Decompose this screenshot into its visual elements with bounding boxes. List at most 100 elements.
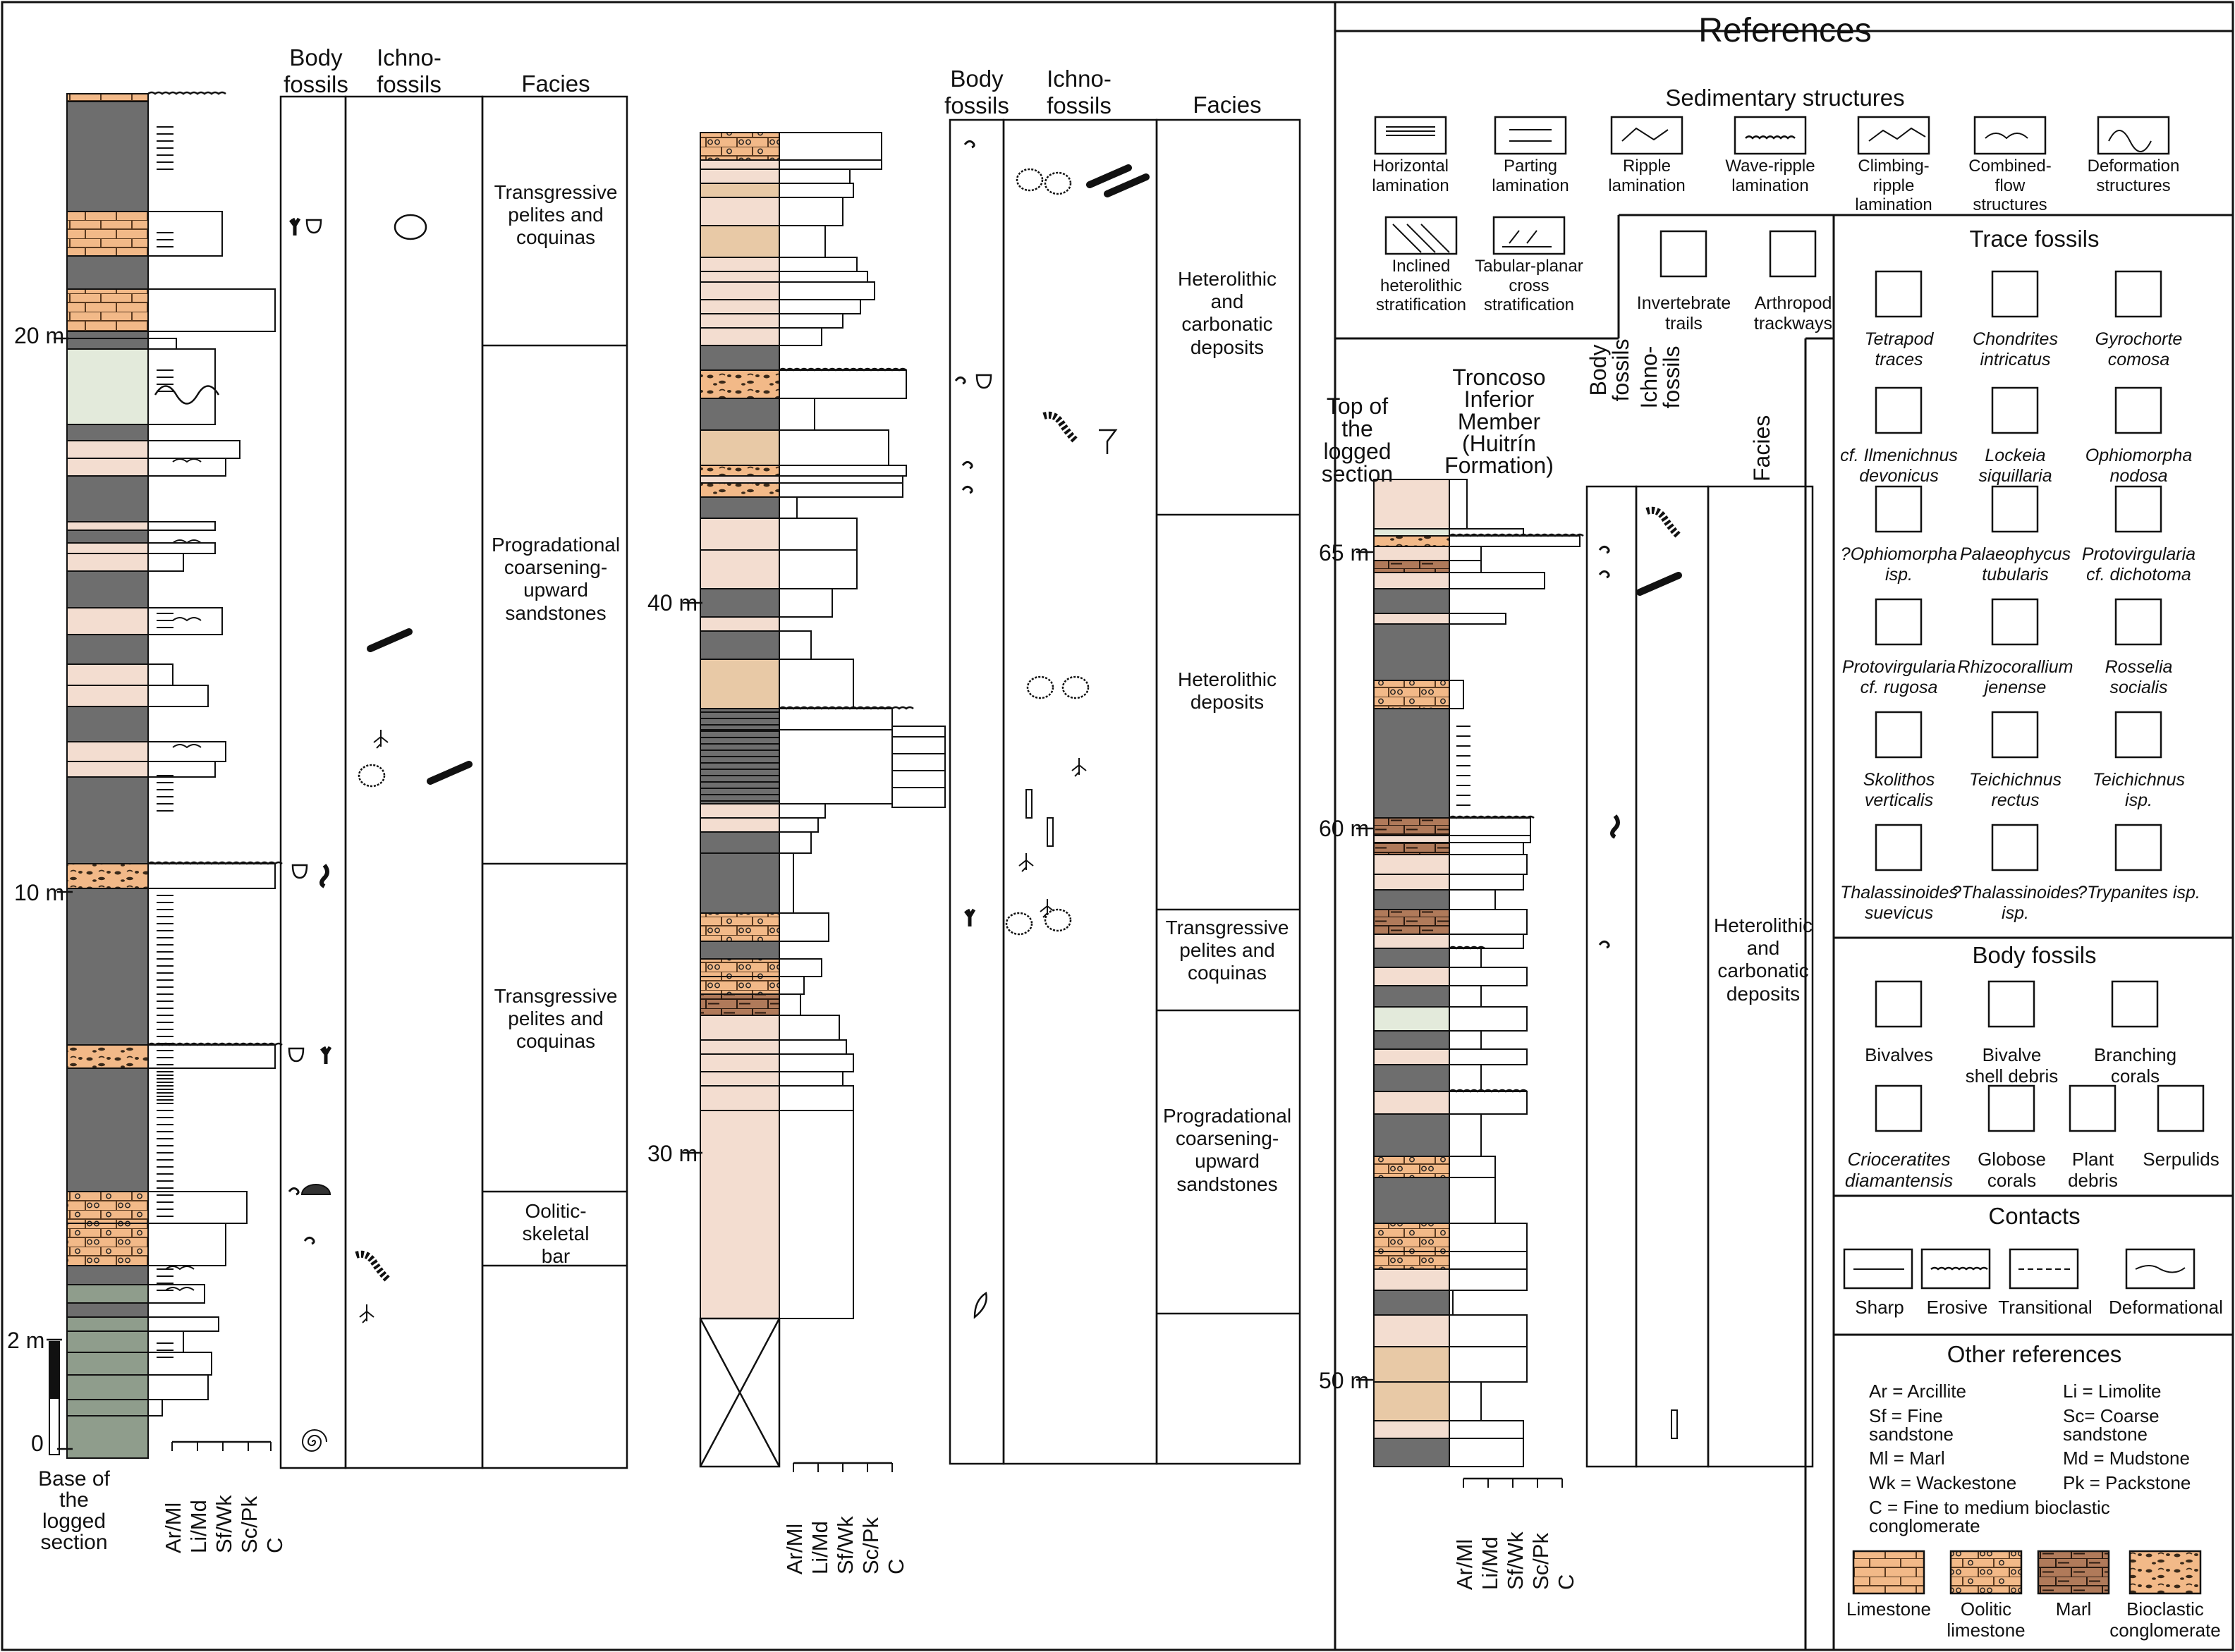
lithology-label: Limestone <box>1846 1598 1931 1620</box>
shell-debris-symbol <box>288 1187 300 1196</box>
s3-bed-grain <box>1449 854 1528 875</box>
s1-bed <box>66 331 149 339</box>
s1-body-fossils-header: Body fossils <box>284 44 348 97</box>
s2-bed-grain <box>779 465 907 477</box>
s2-bed <box>700 281 780 300</box>
sed-structure-label: Inclined heterolithic stratification <box>1375 257 1467 315</box>
s2-bed <box>700 132 780 161</box>
s3-bed-grain <box>1449 1381 1482 1421</box>
sed-structure-label: Tabular-planar cross stratification <box>1475 257 1583 315</box>
s3-bed <box>1373 680 1450 709</box>
s3-bed <box>1373 842 1450 855</box>
s3-bed <box>1373 613 1450 625</box>
palaeophycus-symbol <box>367 628 413 652</box>
s1-bed <box>66 255 149 290</box>
s2-bed-grain <box>779 429 889 466</box>
s3-bed-grain <box>1449 613 1506 625</box>
s2-bed <box>700 976 780 995</box>
s3-tick-65m: 65 m <box>1319 540 1370 565</box>
s3-bed-grain <box>1449 1177 1496 1224</box>
s2-bed-grain <box>779 708 893 730</box>
s3-bed-grain <box>1449 909 1528 935</box>
s1-bed <box>66 1265 149 1285</box>
lithology-swatch <box>2129 1550 2202 1595</box>
branching-coral-symbol <box>320 1046 332 1064</box>
s1-facies-2: Progradational coarsening- upward sandst… <box>491 534 621 624</box>
s2-bed-grain <box>779 1015 840 1041</box>
s3-bed <box>1373 967 1450 986</box>
s1-bed-grain <box>147 1352 212 1376</box>
s3-bed-grain <box>1449 817 1531 836</box>
s1-bed <box>66 634 149 665</box>
s2-bed-grain <box>779 1053 854 1072</box>
trace-fossil-icon <box>2114 386 2162 434</box>
s2-facies-3: Transgressive pelites and coquinas <box>1165 917 1289 984</box>
s2-bed <box>700 912 780 942</box>
s3-bed-grain <box>1449 1314 1528 1347</box>
s1-base-label: Base of the logged section <box>38 1467 110 1554</box>
grain-axis-label: Li/Md <box>186 1500 211 1553</box>
s2-bed-grain <box>779 1110 854 1319</box>
s1-bed <box>66 685 149 707</box>
s3-bed <box>1373 889 1450 910</box>
s2-bed <box>700 465 780 477</box>
s3-bed-grain <box>1449 1290 1454 1316</box>
s2-bed <box>700 616 780 632</box>
s3-bed-grain <box>1449 535 1581 547</box>
s1-bed <box>66 1284 149 1304</box>
trace-fossil-icon <box>2114 824 2162 871</box>
s1-facies-1: Transgressive pelites and coquinas <box>494 181 618 249</box>
serpulid-symbol <box>1610 814 1620 839</box>
body-fossil-label: Plant debris <box>2068 1149 2118 1191</box>
s3-bed <box>1373 948 1450 968</box>
s1-bed-grain <box>147 521 216 531</box>
s2-bed <box>700 398 780 431</box>
s3-bed-grain <box>1449 967 1528 986</box>
plant-debris-symbol <box>973 1292 987 1319</box>
grain-axis-label: Ar/Ml <box>782 1523 807 1574</box>
s1-tick-10m: 10 m <box>14 880 65 905</box>
trace-fossil-label: Tetrapod traces <box>1864 329 1934 369</box>
s2-bed <box>700 1110 780 1319</box>
s1-bed <box>66 101 149 212</box>
s2-bed <box>700 852 780 914</box>
trace-fossil-icon <box>2114 270 2162 318</box>
chondrites-symbol <box>1018 853 1034 872</box>
branching-coral-symbol <box>964 908 976 926</box>
ammonite-symbol <box>301 1429 327 1452</box>
trace-fossil-label: Gyrochorte comosa <box>2095 329 2183 369</box>
s3-bed <box>1373 1251 1450 1270</box>
s2-bed-grain <box>779 369 907 399</box>
s1-ichnofossils-header: Ichno- fossils <box>377 44 441 97</box>
sed-structure-label: Combined- flow structures <box>1968 157 2052 215</box>
grain-axis-label: C <box>884 1558 908 1574</box>
s3-bed <box>1373 1006 1450 1032</box>
s1-bed <box>66 338 149 350</box>
s2-bed-grain <box>779 588 833 618</box>
skolithos-symbol <box>1671 1409 1678 1439</box>
s1-bed <box>66 1044 149 1069</box>
trace-fossil-icon <box>1875 598 1923 646</box>
s2-bed-grain <box>779 159 882 170</box>
s3-bed <box>1373 560 1450 573</box>
s1-facies-4: Oolitic- skeletal bar <box>522 1200 590 1268</box>
grain-axis-label: C <box>262 1537 287 1553</box>
s1-bed <box>66 706 149 742</box>
shell-debris-symbol <box>1598 545 1610 554</box>
s2-bed-grain <box>779 1039 847 1055</box>
s3-bed <box>1373 1223 1450 1252</box>
grain-axis-label: Sc/Pk <box>1528 1533 1553 1590</box>
ophiomorpha-symbol <box>1026 675 1054 699</box>
grain-axis-label: Li/Md <box>808 1521 832 1574</box>
s3-bed-grain <box>1449 1091 1528 1115</box>
contact-label: Sharp <box>1855 1297 1904 1318</box>
s2-bed <box>700 313 780 329</box>
palaeophycus-symbol <box>427 761 473 785</box>
s1-bed-grain <box>147 1284 205 1304</box>
s2-bed-grain <box>779 281 875 300</box>
sed-structure-label: Deformation structures <box>2087 157 2180 195</box>
trace-icon <box>1659 230 1707 278</box>
grain-axis-label: C <box>1554 1574 1578 1590</box>
s3-bed-grain <box>1449 1006 1528 1032</box>
body-fossil-icon <box>1987 1084 2035 1132</box>
